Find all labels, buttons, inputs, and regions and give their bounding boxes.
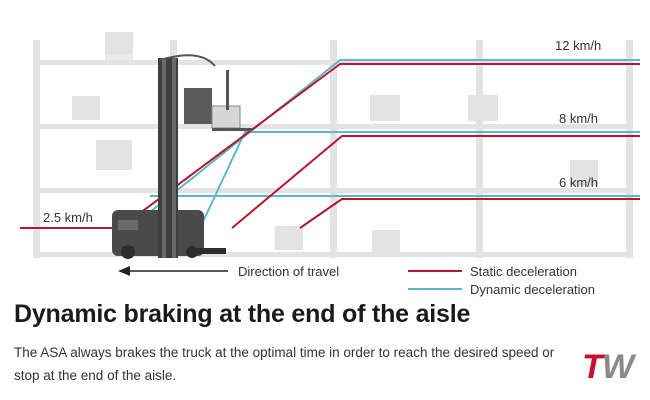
- logo-letter-w: W: [602, 348, 637, 384]
- speed-label-high: 12 km/h: [555, 38, 601, 53]
- headline: Dynamic braking at the end of the aisle: [14, 300, 471, 328]
- speed-label-start: 2.5 km/h: [43, 210, 93, 225]
- braking-diagram: 2.5 km/h 12 km/h 8 km/h 6 km/h Direction…: [20, 32, 640, 297]
- reach-truck: [112, 54, 252, 259]
- static-curve-6: [299, 198, 640, 229]
- static-curve-8: [231, 135, 640, 229]
- direction-label: Direction of travel: [238, 264, 339, 279]
- static-curve-12: [20, 63, 640, 229]
- static-deceleration-curves: [20, 63, 640, 229]
- tw-logo: T W: [582, 348, 637, 384]
- speed-label-mid: 8 km/h: [559, 111, 598, 126]
- legend-static-label: Static deceleration: [470, 264, 577, 279]
- description: The ASA always brakes the truck at the o…: [14, 345, 555, 383]
- warehouse-rack: [33, 32, 633, 258]
- logo-letter-t: T: [582, 348, 606, 384]
- legend: Static deceleration Dynamic deceleration: [408, 264, 595, 297]
- legend-dynamic-label: Dynamic deceleration: [470, 282, 595, 297]
- direction-arrow: [118, 266, 228, 276]
- speed-label-low: 6 km/h: [559, 175, 598, 190]
